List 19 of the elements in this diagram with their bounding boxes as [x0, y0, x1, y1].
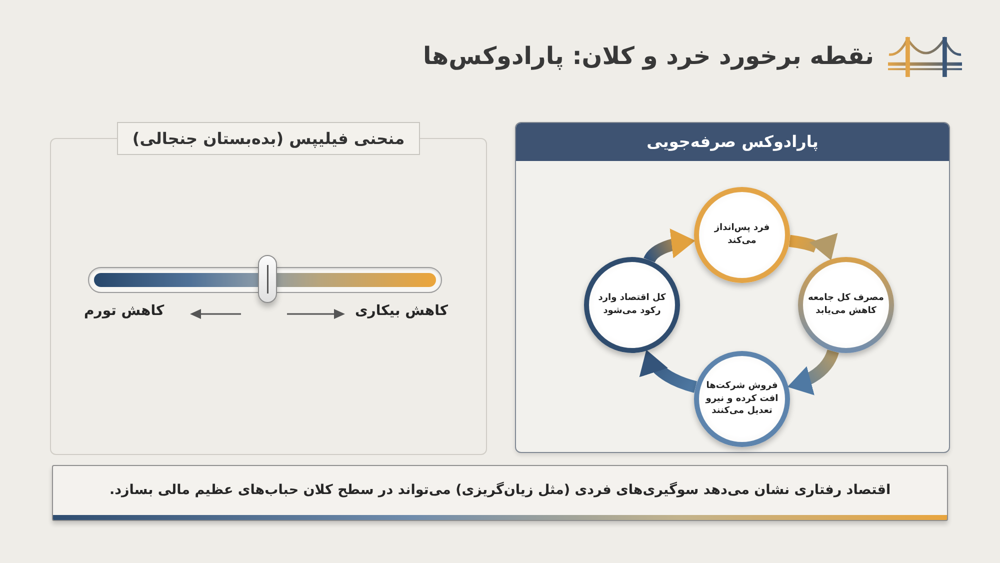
cycle-arrow	[786, 349, 839, 395]
step-circle	[694, 187, 790, 283]
end-label: کاهش بیکاری	[354, 303, 448, 319]
cycle-arrow	[644, 228, 696, 263]
cycle-arrow	[788, 232, 836, 262]
panel	[515, 122, 950, 453]
panel-header: پارادوکس صرفه‌جویی	[516, 123, 949, 161]
step-circle	[694, 351, 790, 447]
step-text: فرد پس‌انداز می‌کند	[713, 222, 771, 248]
panel-title: منحنی فیلیپس (بده‌بستان جنجالی)	[117, 122, 420, 155]
end-label: کاهش تورم	[84, 303, 164, 319]
slide-title: نقطه برخورد خرد و کلان: پارادوکس‌ها	[423, 42, 874, 70]
banner-text: اقتصاد رفتاری نشان می‌دهد سوگیری‌های فردی (مثل زیان‌گریزی) می‌تواند در سطح کلان حباب‌های عظیم مالی بسازد.	[109, 480, 891, 500]
step-text: مصرف کل جامعه کاهش می‌یابد	[807, 292, 885, 318]
step-text: کل اقتصاد وارد رکود می‌شود	[597, 292, 667, 318]
step-circle	[584, 257, 680, 353]
step-text: فروش شرکت‌ها افت کرده و نیرو تعدیل می‌کنند	[704, 380, 780, 418]
callout-banner	[52, 465, 948, 521]
cycle-arrow	[640, 348, 698, 393]
